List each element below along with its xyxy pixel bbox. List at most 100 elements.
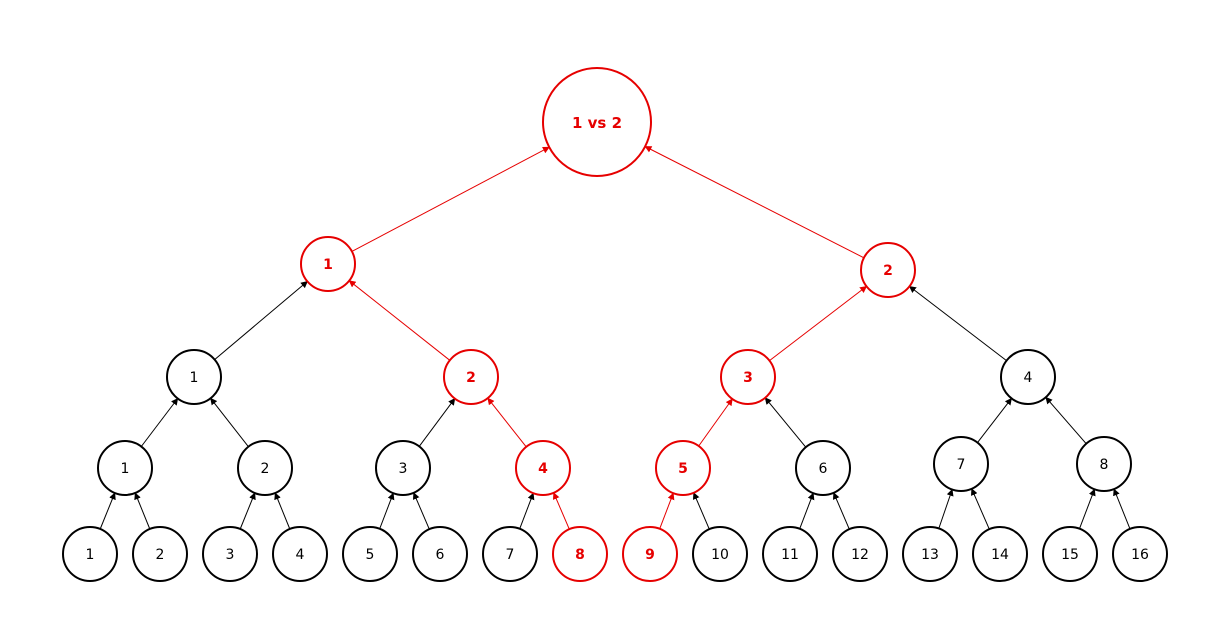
node-circle: [482, 526, 538, 582]
node-label: 2: [883, 263, 893, 279]
leaf-node: 8: [552, 526, 608, 582]
edge-arrow: [659, 492, 675, 529]
node-circle: [375, 440, 431, 496]
node-circle: [542, 67, 652, 177]
node-circle: [342, 526, 398, 582]
node-label: 4: [296, 547, 305, 563]
edge-arrow: [210, 397, 249, 448]
node-label: 3: [743, 370, 753, 386]
node-circle: [622, 526, 678, 582]
edge-arrow: [552, 492, 570, 530]
round2-node: 7: [933, 436, 989, 492]
node-circle: [412, 526, 468, 582]
leaf-node: 6: [412, 526, 468, 582]
edge-arrow: [977, 397, 1012, 443]
node-label: 1: [121, 461, 130, 477]
node-label: 15: [1061, 547, 1079, 563]
node-label: 4: [1024, 370, 1033, 386]
node-label: 14: [991, 547, 1009, 563]
edge-arrow: [214, 280, 308, 360]
round2-node: 5: [655, 440, 711, 496]
node-circle: [655, 440, 711, 496]
node-circle: [1042, 526, 1098, 582]
edge-arrow: [348, 280, 451, 361]
leaf-node: 5: [342, 526, 398, 582]
edge-arrow: [1079, 488, 1096, 529]
leaf-node: 16: [1112, 526, 1168, 582]
node-label: 5: [366, 547, 375, 563]
node-circle: [62, 526, 118, 582]
edge-arrow: [418, 398, 456, 447]
round2-node: 8: [1076, 436, 1132, 492]
node-circle: [272, 526, 328, 582]
node-circle: [762, 526, 818, 582]
edge-arrow: [140, 397, 179, 447]
node-circle: [515, 440, 571, 496]
round2-node: 6: [795, 440, 851, 496]
leaf-node: 11: [762, 526, 818, 582]
edges: [99, 146, 1131, 530]
node-label: 8: [1100, 457, 1109, 473]
leaf-node: 3: [202, 526, 258, 582]
quarterfinal-node: 4: [1000, 349, 1056, 405]
final-node: 1 vs 2: [542, 67, 652, 177]
node-circle: [202, 526, 258, 582]
node-label: 2: [261, 461, 270, 477]
edge-arrow: [908, 285, 1007, 361]
edge-arrow: [644, 146, 865, 259]
node-circle: [97, 440, 153, 496]
node-circle: [552, 526, 608, 582]
node-label: 9: [645, 547, 655, 563]
round2-node: 1: [97, 440, 153, 496]
node-circle: [832, 526, 888, 582]
node-label: 7: [506, 547, 515, 563]
node-label: 4: [538, 461, 548, 477]
node-circle: [1076, 436, 1132, 492]
leaf-node: 2: [132, 526, 188, 582]
edge-arrow: [692, 492, 710, 530]
node-circle: [1112, 526, 1168, 582]
edge-arrow: [971, 488, 990, 530]
edge-arrow: [938, 488, 954, 529]
node-label: 3: [226, 547, 235, 563]
edge-arrow: [274, 492, 291, 530]
edge-arrow: [134, 492, 151, 530]
node-circle: [860, 242, 916, 298]
node-circle: [300, 236, 356, 292]
node-circle: [720, 349, 776, 405]
round2-node: 4: [515, 440, 571, 496]
edge-arrow: [764, 397, 807, 448]
edge-arrow: [698, 398, 733, 447]
round2-node: 2: [237, 440, 293, 496]
node-label: 1: [86, 547, 95, 563]
leaf-node: 4: [272, 526, 328, 582]
node-label: 7: [957, 457, 966, 473]
edge-arrow: [1045, 396, 1087, 445]
edge-arrow: [769, 285, 868, 361]
node-label: 2: [156, 547, 165, 563]
edge-arrow: [519, 492, 535, 529]
quarterfinal-node: 2: [443, 349, 499, 405]
quarterfinal-node: 1: [166, 349, 222, 405]
leaf-node: 1: [62, 526, 118, 582]
leaf-node: 7: [482, 526, 538, 582]
edge-arrow: [487, 397, 527, 448]
edge-arrow: [239, 492, 256, 530]
node-label: 16: [1131, 547, 1149, 563]
node-circle: [166, 349, 222, 405]
node-label: 1 vs 2: [572, 114, 622, 132]
node-label: 13: [921, 547, 939, 563]
node-label: 5: [678, 461, 688, 477]
node-label: 1: [190, 370, 199, 386]
leaf-node: 12: [832, 526, 888, 582]
edge-arrow: [799, 492, 815, 529]
node-circle: [132, 526, 188, 582]
node-label: 1: [323, 257, 333, 273]
node-label: 6: [436, 547, 445, 563]
leaf-node: 13: [902, 526, 958, 582]
leaf-node: 9: [622, 526, 678, 582]
node-label: 6: [819, 461, 828, 477]
